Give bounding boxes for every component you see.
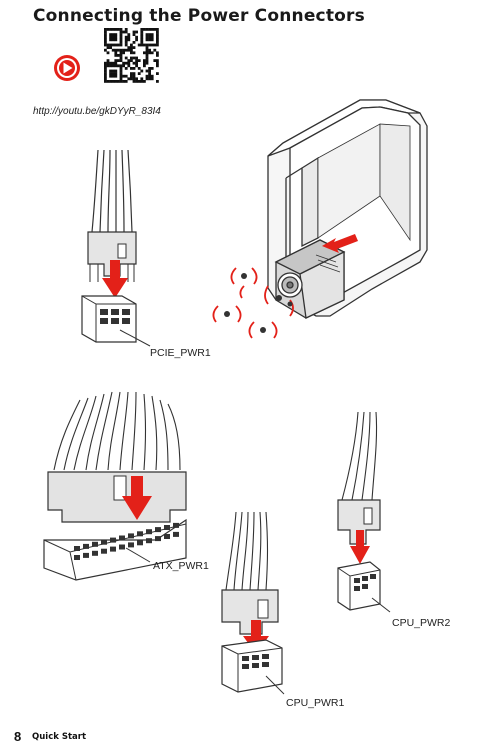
label-atx-pwr1: ATX_PWR1 xyxy=(153,560,209,572)
play-icon[interactable] xyxy=(54,55,80,81)
screw-rotation-marks xyxy=(212,267,294,339)
pc-case-illustration xyxy=(267,99,428,319)
label-cpu-pwr2: CPU_PWR2 xyxy=(392,617,451,629)
footer-section: Quick Start xyxy=(32,732,87,742)
label-cpu-pwr1: CPU_PWR1 xyxy=(286,697,345,709)
atx-connector xyxy=(43,391,187,581)
qr-code-icon[interactable] xyxy=(102,26,161,85)
cpu-pwr2-connector xyxy=(337,411,391,613)
label-pcie-pwr1: PCIE_PWR1 xyxy=(150,347,211,359)
pcie-connector xyxy=(81,149,151,347)
page-number: 8 xyxy=(14,729,22,744)
page-title: Connecting the Power Connectors xyxy=(33,6,365,26)
cpu-pwr1-connector xyxy=(221,511,285,695)
video-link[interactable]: http://youtu.be/gkDYyR_83I4 xyxy=(33,106,161,117)
screws xyxy=(224,273,293,333)
insert-arrow-psu xyxy=(322,234,358,253)
